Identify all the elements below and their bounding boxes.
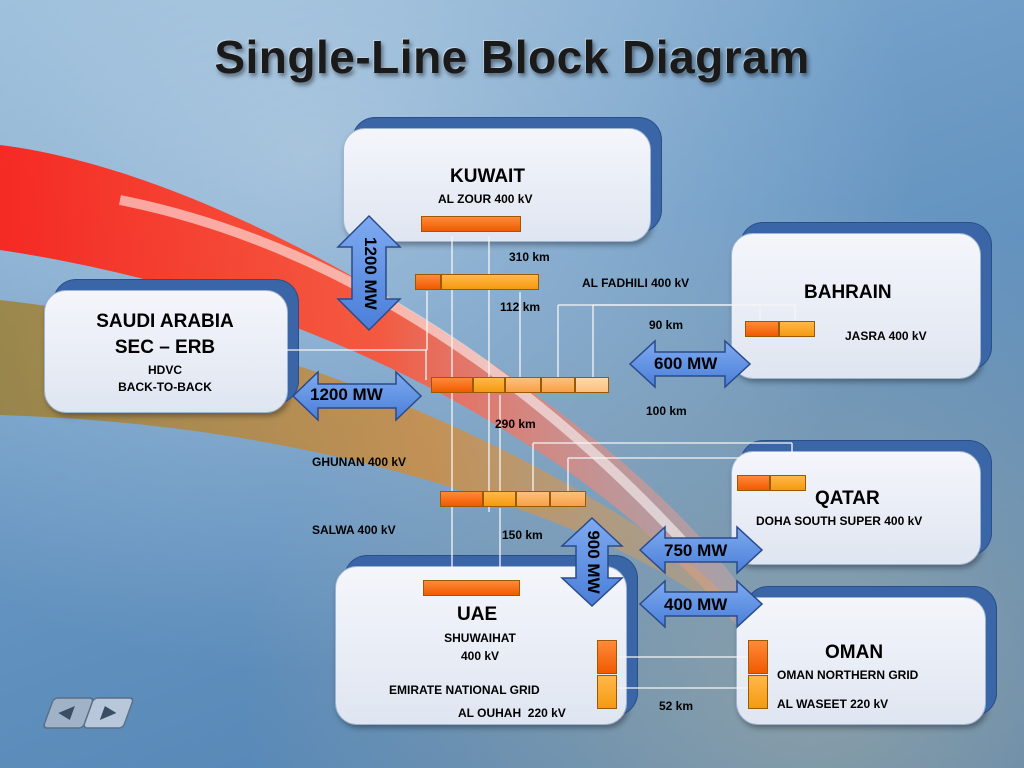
oman-bus-2: [748, 675, 768, 709]
qatar-box: [731, 451, 981, 565]
uae-ouhah-bus-2: [597, 675, 617, 709]
distance-150: 150 km: [502, 528, 543, 542]
fadhili-bus-a: [415, 274, 441, 290]
oman-grid: OMAN NORTHERN GRID: [777, 668, 919, 682]
qatar-name: QATAR: [815, 488, 880, 509]
oman-bus-1: [748, 640, 768, 674]
uae-ouhah-station: AL OUHAH 220 kV: [458, 706, 566, 720]
saudi-link-label: 1200 MW: [310, 385, 383, 404]
uae-name: UAE: [457, 604, 498, 625]
oman-box: [736, 597, 986, 725]
ghunan-bus-4: [541, 377, 575, 393]
qatar-link-label: 750 MW: [664, 541, 728, 560]
ghunan-label: GHUNAN 400 kV: [312, 455, 407, 469]
qatar-bus-1: [737, 475, 770, 491]
saudi-operator: SEC – ERB: [114, 337, 216, 358]
salwa-bus-2: [483, 491, 516, 507]
ghunan-bus-3: [505, 377, 541, 393]
bahrain-box: [731, 233, 981, 379]
oman-name: OMAN: [825, 642, 884, 663]
uae-link-arrow: [560, 516, 624, 608]
saudi-type: HDVC: [147, 363, 182, 377]
qatar-station: DOHA SOUTH SUPER 400 kV: [756, 514, 923, 528]
page-title: Single-Line Block Diagram: [214, 31, 810, 83]
bahrain-station: JASRA 400 kV: [845, 329, 927, 343]
oman-station: AL WASEET 220 kV: [777, 697, 889, 711]
kuwait-link-label: 1200 MW: [361, 237, 380, 310]
saudi-config: BACK-TO-BACK: [118, 380, 212, 394]
slide-nav-icon[interactable]: [38, 692, 138, 744]
distance-112: 112 km: [500, 300, 541, 314]
uae-link-label: 900 MW: [584, 530, 603, 594]
ghunan-bus-1: [431, 377, 473, 393]
ghunan-bus-2: [473, 377, 505, 393]
qatar-bus-2: [770, 475, 806, 491]
bahrain-bus-1: [745, 321, 779, 337]
saudi-name: SAUDI ARABIA: [96, 311, 234, 332]
uae-ouhah-bus-1: [597, 640, 617, 674]
uae-station: SHUWAIHAT: [444, 631, 516, 645]
bahrain-link-arrow: [628, 339, 752, 389]
oman-link-label: 400 MW: [664, 595, 728, 614]
uae-grid: EMIRATE NATIONAL GRID: [389, 683, 540, 697]
oman-link-arrow: [638, 579, 764, 629]
salwa-bus-4: [550, 491, 586, 507]
kuwait-link-arrow: [336, 214, 402, 332]
bahrain-bus-2: [779, 321, 815, 337]
salwa-bus-1: [440, 491, 483, 507]
uae-voltage: 400 kV: [460, 649, 500, 663]
distance-310: 310 km: [509, 250, 550, 264]
saudi-link-arrow: [291, 370, 423, 422]
kuwait-name: KUWAIT: [450, 166, 525, 187]
distance-90: 90 km: [649, 318, 684, 332]
bahrain-name: BAHRAIN: [804, 282, 892, 303]
saudi-box: [44, 290, 288, 413]
kuwait-alzour-bus: [421, 216, 521, 232]
fadhili-label: AL FADHILI 400 kV: [582, 276, 690, 290]
uae-shuwaihat-bus: [423, 580, 520, 596]
ghunan-bus-5: [575, 377, 609, 393]
distance-290: 290 km: [495, 417, 536, 431]
kuwait-station: AL ZOUR 400 kV: [438, 192, 533, 206]
salwa-bus-3: [516, 491, 550, 507]
salwa-label: SALWA 400 kV: [312, 523, 396, 537]
bahrain-link-label: 600 MW: [654, 354, 718, 373]
distance-100: 100 km: [646, 404, 687, 418]
qatar-link-arrow: [638, 525, 764, 575]
fadhili-bus-b: [441, 274, 539, 290]
distance-52: 52 km: [659, 699, 694, 713]
